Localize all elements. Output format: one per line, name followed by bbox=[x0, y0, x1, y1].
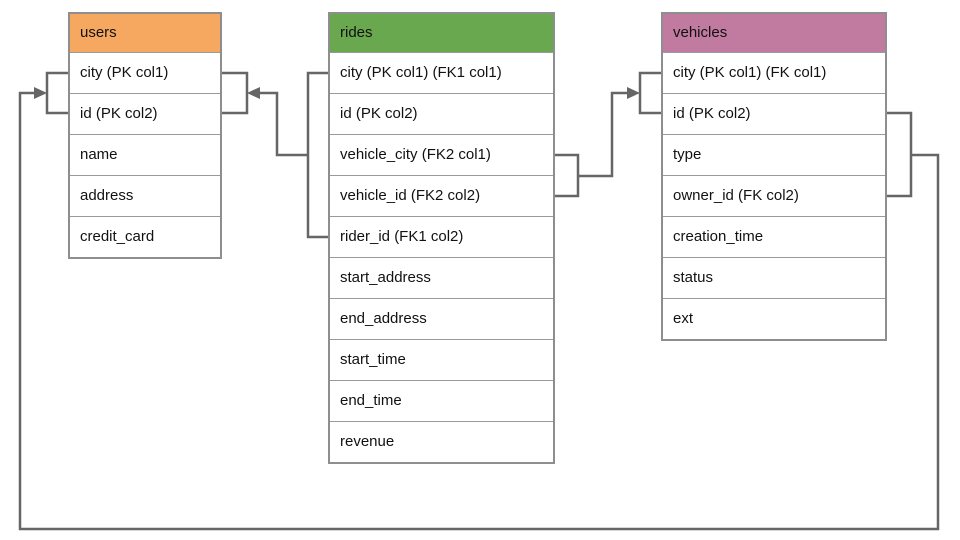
table-users-header: users bbox=[70, 14, 220, 52]
table-row: city (PK col1) bbox=[70, 52, 220, 93]
table-row: status bbox=[663, 257, 885, 298]
users-pk-bracket-right bbox=[220, 71, 249, 115]
relationship-vehicles-to-users bbox=[18, 71, 940, 531]
table-row: vehicle_city (FK2 col1) bbox=[330, 134, 553, 175]
arrow-right-icon bbox=[34, 87, 47, 99]
table-row: end_address bbox=[330, 298, 553, 339]
arrow-left-icon bbox=[247, 87, 260, 99]
rides-fk1-bracket-left bbox=[306, 71, 330, 239]
table-row: name bbox=[70, 134, 220, 175]
table-row: rider_id (FK1 col2) bbox=[330, 216, 553, 257]
rides-fk2-bracket-right bbox=[553, 153, 580, 198]
table-vehicles: vehicles city (PK col1) (FK col1) id (PK… bbox=[661, 12, 887, 341]
table-rides: rides city (PK col1) (FK1 col1) id (PK c… bbox=[328, 12, 555, 464]
table-row: vehicle_id (FK2 col2) bbox=[330, 175, 553, 216]
table-row: creation_time bbox=[663, 216, 885, 257]
table-row: type bbox=[663, 134, 885, 175]
table-users: users city (PK col1) id (PK col2) name a… bbox=[68, 12, 222, 259]
vehicles-pk-bracket-left bbox=[638, 71, 663, 115]
table-vehicles-header: vehicles bbox=[663, 14, 885, 52]
table-row: address bbox=[70, 175, 220, 216]
table-row: id (PK col2) bbox=[330, 93, 553, 134]
table-row: id (PK col2) bbox=[70, 93, 220, 134]
relationship-rides-to-vehicles bbox=[553, 71, 663, 198]
relationship-rides-to-users bbox=[220, 71, 330, 239]
table-row: end_time bbox=[330, 380, 553, 421]
vehicles-to-users-line bbox=[18, 91, 940, 531]
table-rides-header: rides bbox=[330, 14, 553, 52]
table-row: ext bbox=[663, 298, 885, 339]
table-row: city (PK col1) (FK col1) bbox=[663, 52, 885, 93]
table-row: id (PK col2) bbox=[663, 93, 885, 134]
users-pk-bracket-left bbox=[45, 71, 70, 115]
table-row: start_time bbox=[330, 339, 553, 380]
table-row: revenue bbox=[330, 421, 553, 462]
rides-to-vehicles-line bbox=[578, 91, 628, 178]
table-row: city (PK col1) (FK1 col1) bbox=[330, 52, 553, 93]
table-row: credit_card bbox=[70, 216, 220, 257]
rides-to-users-line bbox=[259, 91, 308, 157]
table-row: start_address bbox=[330, 257, 553, 298]
vehicles-fk-bracket-right bbox=[885, 111, 913, 198]
arrow-right-icon bbox=[627, 87, 640, 99]
table-row: owner_id (FK col2) bbox=[663, 175, 885, 216]
